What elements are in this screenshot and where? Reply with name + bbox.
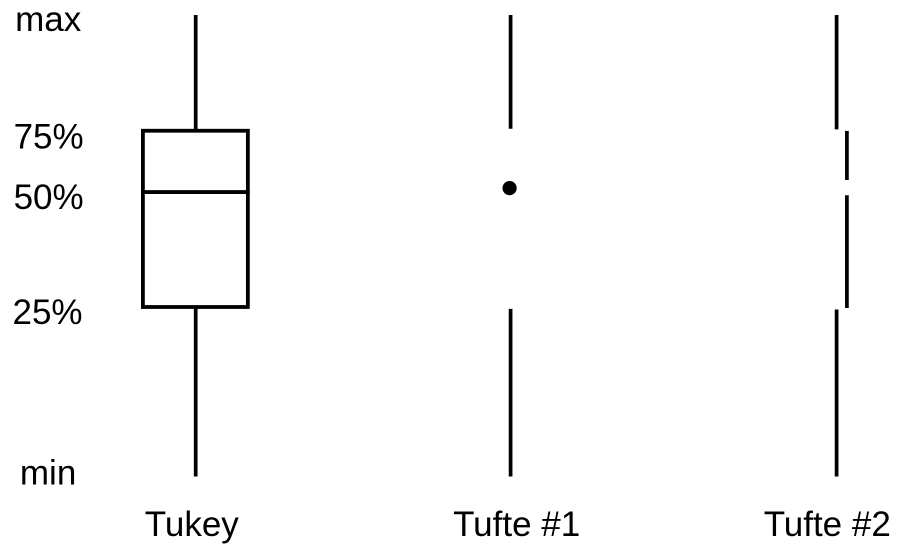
svg-text:Tufte #2: Tufte #2 (764, 505, 891, 544)
svg-text:50%: 50% (14, 178, 84, 217)
svg-text:75%: 75% (14, 118, 84, 157)
svg-text:25%: 25% (13, 293, 83, 332)
svg-text:Tukey: Tukey (145, 505, 240, 544)
svg-text:Tufte #1: Tufte #1 (453, 505, 580, 544)
svg-text:min: min (20, 454, 76, 493)
svg-text:max: max (15, 0, 82, 39)
